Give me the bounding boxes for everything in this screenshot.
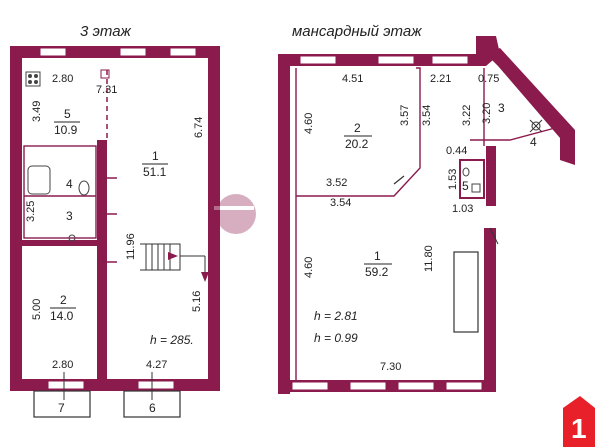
dim: 4.60 (303, 113, 315, 134)
room-2-number: 2 (60, 293, 67, 307)
dim: 7.31 (96, 84, 117, 96)
door-icon (393, 175, 405, 185)
floor3-partition (97, 140, 107, 380)
floor3-plan: 3 этаж 2.80 7.31 6.74 3.49 3.25 11.96 5.… (10, 23, 220, 418)
attic-plan: мансардный этаж 4.51 2.21 0.75 4.60 3.57… (278, 23, 575, 394)
attic-window (349, 381, 387, 391)
toilet-icon (462, 167, 470, 177)
attic-bottom-wall (278, 380, 496, 392)
attic-window (291, 381, 329, 391)
dim: 0.75 (478, 73, 499, 85)
dim: 3.22 (461, 105, 473, 126)
floor3-title: 3 этаж (80, 23, 132, 40)
brand-logo: 1 (563, 396, 595, 447)
attic-room-1-area: 59.2 (365, 265, 389, 279)
attic-lamp-icon (529, 119, 543, 133)
attic-diagonal-wall (486, 48, 575, 165)
balcony-6-label: 6 (149, 401, 156, 415)
dim: 3.54 (421, 105, 433, 126)
floor3-window (119, 47, 147, 57)
attic-room-2-number: 2 (354, 121, 361, 135)
attic-right-wall-upper (486, 146, 496, 206)
room-5-area: 10.9 (54, 123, 78, 137)
attic-window (445, 381, 483, 391)
attic-room-3-number: 3 (498, 101, 505, 115)
dim: 3.54 (330, 197, 351, 209)
attic-room-4-number: 4 (530, 135, 537, 149)
attic-room-1-number: 1 (374, 249, 381, 263)
attic-stairs (453, 251, 479, 333)
dim: 3.49 (31, 101, 43, 122)
attic-room-5-number: 5 (462, 179, 469, 193)
dim: 6.74 (193, 117, 205, 138)
room-4-number: 4 (66, 177, 73, 191)
dim: 0.44 (446, 145, 467, 157)
house-logo-icon (214, 194, 256, 234)
floor3-window (137, 380, 175, 390)
room-1-number: 1 (152, 149, 159, 163)
dim: 11.80 (423, 245, 435, 272)
dim: 2.80 (52, 359, 73, 371)
attic-window (397, 381, 435, 391)
dim: 3.20 (481, 103, 493, 124)
sink-icon (68, 234, 76, 242)
attic-window (431, 55, 469, 65)
attic-bathroom (459, 159, 485, 199)
attic-partition (470, 127, 556, 141)
balcony-7-label: 7 (58, 401, 65, 415)
room-5-number: 5 (64, 107, 71, 121)
attic-window (377, 55, 415, 65)
floor3-window (47, 380, 85, 390)
room-2-area: 14.0 (50, 309, 74, 323)
dim: 3.25 (25, 201, 37, 222)
dim: 5.00 (31, 299, 43, 320)
stove-icon (25, 71, 41, 87)
floor3-window (169, 47, 197, 57)
floor3-right-wall (208, 46, 220, 391)
attic-left-wall (278, 54, 290, 394)
dim: 4.27 (146, 359, 167, 371)
dim: 1.53 (447, 169, 459, 190)
dim: 11.96 (125, 233, 137, 260)
brand-logo-glyph: 1 (571, 413, 587, 444)
room-1-area: 51.1 (143, 165, 167, 179)
dim: 4.60 (303, 257, 315, 278)
attic-right-wall (484, 228, 496, 392)
attic-window (299, 55, 337, 65)
dim: 2.80 (52, 73, 73, 85)
floor3-partition (22, 240, 98, 246)
stairs-icon (140, 243, 209, 282)
floor3-window (39, 47, 67, 57)
attic-title: мансардный этаж (292, 23, 422, 40)
attic-room-2-area: 20.2 (345, 137, 369, 151)
vent-icon (100, 69, 110, 79)
attic-height-2: h = 0.99 (314, 331, 358, 345)
attic-door (489, 227, 499, 245)
floor3-bottom-wall (10, 379, 220, 391)
room-3-number: 3 (66, 209, 73, 223)
floor3-height: h = 285. (150, 333, 194, 347)
sink-icon (471, 183, 481, 193)
dim: 2.21 (430, 73, 451, 85)
floor3-left-wall (10, 46, 22, 391)
bathtub-icon (27, 165, 51, 195)
dim: 3.57 (399, 105, 411, 126)
dim: 5.16 (191, 291, 203, 312)
dim: 1.03 (452, 203, 473, 215)
dim: 3.52 (326, 177, 347, 189)
balcony-7 (33, 390, 91, 418)
toilet-icon (78, 180, 90, 196)
attic-room2-partition (296, 67, 421, 197)
dim: 4.51 (342, 73, 363, 85)
dim: 7.30 (380, 361, 401, 373)
attic-height-1: h = 2.81 (314, 309, 358, 323)
floor3-bathroom (23, 145, 97, 239)
